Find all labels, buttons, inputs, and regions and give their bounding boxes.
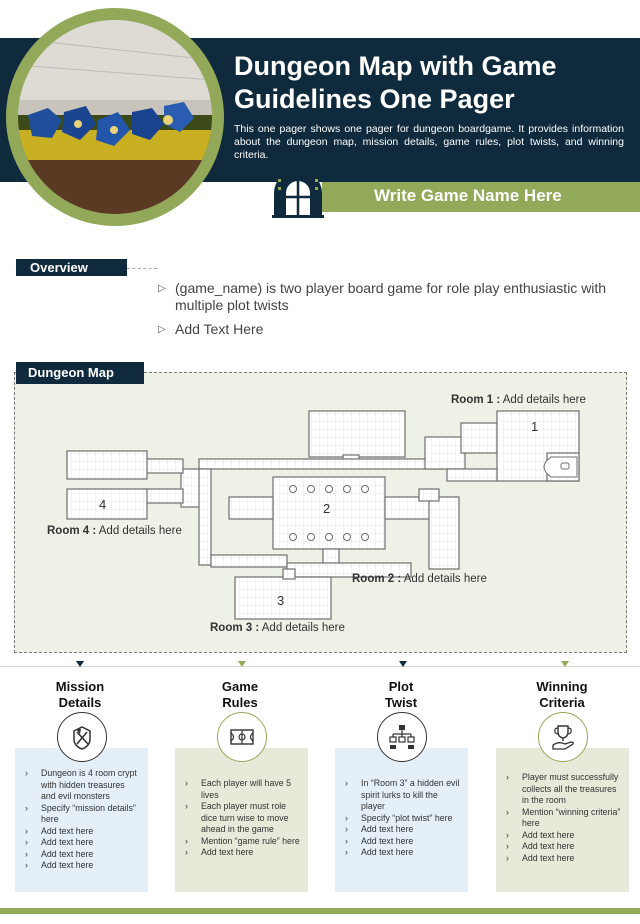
list-item: Player must successfully collects all th… [504,772,622,807]
list-item: Mention “winning criteria” here [504,807,622,830]
room-2-number: 2 [323,501,330,516]
list-item: Add text here [504,853,622,865]
list-item: Specify “plot twist” here [343,813,461,825]
game-name-bar: Write Game Name Here [322,182,640,212]
plot-twist-card: In “Room 3” a hidden evil spirit lurks t… [335,748,468,892]
axe-shield-icon [57,712,107,762]
list-item: Specify “mission details” here [23,803,141,826]
list-item: In “Room 3” a hidden evil spirit lurks t… [343,778,461,813]
game-rules-card: Each player will have 5 lives Each playe… [175,748,308,892]
tick-marker [76,661,84,667]
room-2-label: Room 2 : Add details here [352,573,487,585]
list-item: Add text here [343,824,461,836]
tick-marker [238,661,246,667]
trophy-hand-icon [538,712,588,762]
dungeon-map: 1 2 3 4 [14,372,627,653]
tick-marker [561,661,569,667]
room-4-label: Room 4 : Add details here [47,525,182,537]
list-item: Dungeon is 4 room crypt with hidden trea… [23,768,141,803]
court-icon [217,712,267,762]
room-1-number: 1 [531,419,538,434]
overview-list: (game_name) is two player board game for… [158,280,614,345]
dungeon-map-drawing: 1 2 3 4 [66,410,580,620]
overview-label: Overview [16,259,127,276]
overview-divider [127,268,157,269]
list-item: Add text here [504,830,622,842]
flowchart-icon [377,712,427,762]
list-item: Add text here [23,849,141,861]
list-item: (game_name) is two player board game for… [158,280,614,314]
room-4-number: 4 [99,497,106,512]
dungeon-map-label: Dungeon Map [16,362,144,384]
list-item: Mention “game rule” here [183,836,301,848]
list-item: Add Text Here [158,321,614,338]
dice-photo [18,20,212,214]
footer-bar [0,908,640,914]
list-item: Add text here [343,847,461,859]
room-3-number: 3 [277,593,284,608]
list-item: Add text here [343,836,461,848]
list-item: Each player must role dice turn wise to … [183,801,301,836]
list-item: Add text here [23,860,141,872]
mission-details-card: Dungeon is 4 room crypt with hidden trea… [15,748,148,892]
game-name: Write Game Name Here [374,186,562,205]
list-item: Add text here [504,841,622,853]
page-subtitle: This one pager shows one pager for dunge… [234,123,624,161]
list-item: Add text here [23,826,141,838]
page-title: Dungeon Map with Game Guidelines One Pag… [234,51,557,114]
list-item: Add text here [23,837,141,849]
room-3-label: Room 3 : Add details here [210,622,345,634]
list-item: Add text here [183,847,301,859]
winning-criteria-card: Player must successfully collects all th… [496,748,629,892]
tick-marker [399,661,407,667]
list-item: Each player will have 5 lives [183,778,301,801]
castle-gate-icon [272,171,324,218]
room-1-label: Room 1 : Add details here [451,394,586,406]
columns-divider [0,666,640,667]
